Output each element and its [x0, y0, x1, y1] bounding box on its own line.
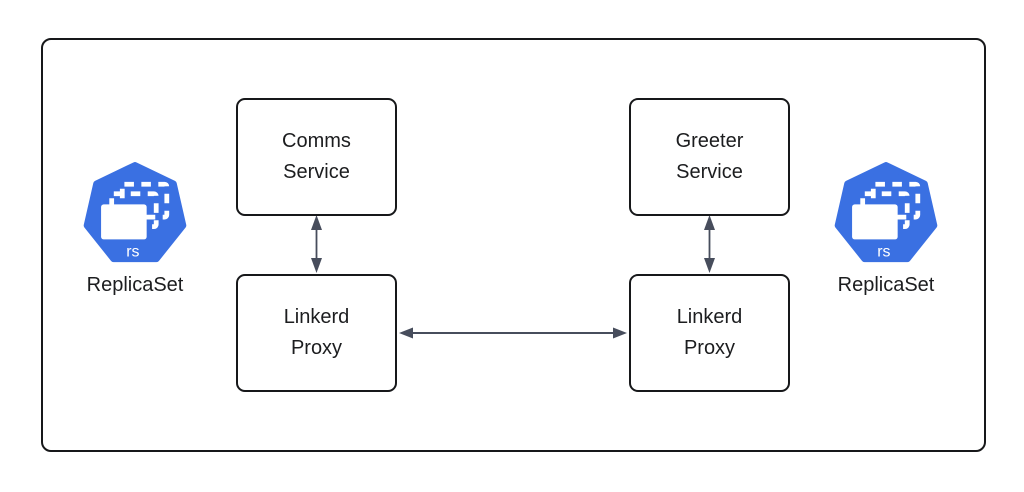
- node-label: Proxy: [290, 337, 343, 359]
- replicaset-right: rs ReplicaSet: [796, 162, 976, 297]
- stacked-pods-icon: [852, 181, 921, 240]
- cluster-boundary: [41, 38, 986, 452]
- node-label: Service: [676, 161, 743, 183]
- node-label: Service: [283, 161, 350, 183]
- node-comms-service: Comms Service: [236, 98, 397, 216]
- rs-badge: rs: [126, 243, 139, 260]
- replicaset-label: ReplicaSet: [837, 274, 935, 296]
- replicaset-left: rs ReplicaSet: [45, 162, 225, 297]
- node-label: Proxy: [683, 337, 736, 359]
- replicaset-icon: rs: [83, 162, 187, 263]
- node-greeter-service: Greeter Service: [629, 98, 790, 216]
- stacked-pods-icon: [101, 181, 170, 240]
- node-label: Linkerd: [676, 306, 743, 328]
- node-label: Comms: [282, 130, 351, 152]
- replicaset-label: ReplicaSet: [86, 274, 184, 296]
- node-label: Linkerd: [283, 306, 350, 328]
- replicaset-icon: rs: [834, 162, 938, 263]
- node-label: Greeter: [675, 130, 744, 152]
- rs-badge: rs: [877, 243, 890, 260]
- node-linkerd-proxy-left: Linkerd Proxy: [236, 274, 397, 392]
- node-linkerd-proxy-right: Linkerd Proxy: [629, 274, 790, 392]
